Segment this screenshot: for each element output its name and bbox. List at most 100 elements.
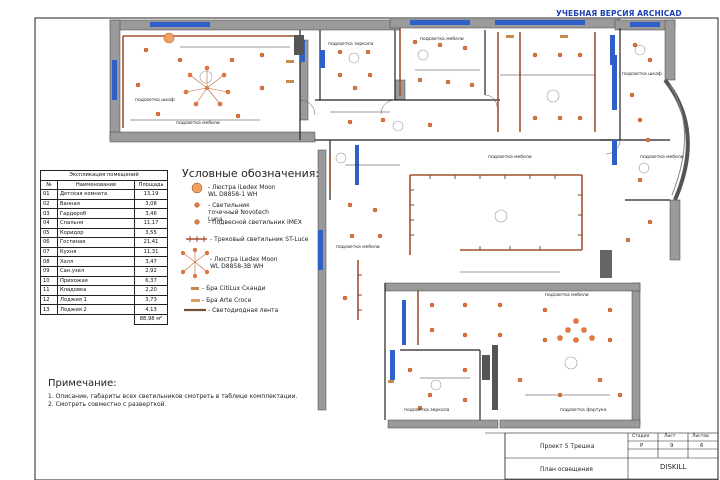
cell-area: 3,47 [134, 256, 168, 267]
sconce-marks [286, 35, 568, 383]
cell-name: Детская комната [57, 189, 135, 200]
header-number: № [40, 179, 58, 191]
legend-item-spot: - Светильник точечный Novotech Luna [208, 202, 269, 223]
cell-name: Кладовка [57, 285, 135, 296]
label-furniture-2: подсветка мебели [420, 37, 464, 42]
doors [299, 94, 621, 155]
legend-sconce2-icon [191, 299, 200, 302]
cell-area: 2,20 [134, 285, 168, 296]
cell-number: 11 [40, 285, 58, 296]
table-total-row: 88,98 м² [41, 313, 168, 325]
cell-number: 03 [40, 208, 58, 219]
cell-area: 3,08 [134, 198, 168, 210]
legend-pendant-icon [194, 219, 200, 225]
legend-item-sconce1: - Бра CitiLux Сканди [202, 285, 266, 292]
cell-area: 3,55 [134, 227, 168, 239]
legend-chandelier-icon [191, 182, 203, 194]
cell-number: 05 [40, 227, 58, 239]
watermark-text: УЧЕБНАЯ ВЕРСИЯ ARCHICAD [556, 9, 682, 18]
cell-name: Лоджия 2 [57, 304, 135, 315]
sheet-name: План освещения [540, 466, 593, 473]
cell-number: 13 [40, 304, 58, 315]
track-ticks [358, 175, 582, 311]
cell-area: 21,41 [134, 237, 168, 248]
sheets-value: 6 [700, 443, 704, 449]
sheet-frame [34, 17, 719, 480]
cell-area: 3,73 [134, 294, 168, 306]
label-mirror-2: подсветка зеркала [404, 408, 450, 413]
cell-area: 6,37 [134, 275, 168, 287]
legend-chandelier-big-icon [180, 247, 210, 279]
label-mirror-1: подсветка зеркала [328, 42, 374, 47]
cell-name: Ванная [57, 198, 135, 210]
note-line-2: 2. Смотреть совместно с разверткой. [48, 401, 167, 408]
label-shelf-2: подсветка шкаф [622, 72, 662, 77]
cell-name: Гардероб [57, 208, 135, 219]
bay-window [663, 78, 690, 201]
label-furniture-3: подсветка мебели [488, 155, 532, 160]
cell-area: 13,19 [134, 189, 168, 200]
label-furniture-4: подсветка мебели [336, 245, 380, 250]
windows [112, 20, 660, 380]
stage-value: Р [640, 443, 644, 449]
room-markers [199, 44, 650, 391]
cell-area: 2,92 [134, 265, 168, 277]
sheet-label: Лист [664, 434, 676, 439]
cell-name: Спальня [57, 217, 135, 229]
table-caption: Экспликация помещений [40, 170, 168, 181]
legend-item-led: - Светодиодная лента [208, 307, 279, 314]
header-name: Наименование [57, 179, 135, 191]
cell-number: 07 [40, 246, 58, 258]
table-total: 88,98 м² [134, 313, 168, 325]
company-name: DISKILL [660, 463, 687, 471]
cell-name: Коридор [57, 227, 135, 239]
cell-number: 02 [40, 198, 58, 210]
cell-number: 12 [40, 294, 58, 306]
spot-lights [135, 39, 653, 411]
cell-name: Прихожая [57, 275, 135, 287]
header-area: Площадь [134, 179, 168, 191]
cell-number: 04 [40, 217, 58, 229]
project-name: Проект 5 Трешка [540, 443, 595, 450]
column [600, 250, 612, 278]
legend-item-track: - Трековый светильник ST-Luce [210, 236, 309, 243]
label-furniture-5: подсветка мебели [545, 293, 589, 298]
dimension-lines [130, 46, 610, 396]
cell-name: Холл [57, 256, 135, 267]
legend-spot-icon [194, 202, 200, 208]
legend-title: Условные обозначения: [182, 167, 320, 180]
label-furniture-6: подсветка мебели [640, 155, 684, 160]
chandelier-plan-marks [163, 32, 595, 343]
stage-label: Стадия [632, 434, 650, 439]
cell-area: 11,31 [134, 246, 168, 258]
legend-item-chandelier-big: - Люстра iLedex Moon WL D8858-3В WH [210, 256, 278, 270]
cell-area: 11,17 [134, 217, 168, 229]
sheet-value: 9 [670, 443, 674, 449]
legend-item-chandelier: - Люстра iLedex Moon WL D8858-1 WH [208, 184, 276, 198]
title-block [485, 432, 719, 480]
sheets-label: Листов [692, 434, 709, 439]
room-explication-table: Экспликация помещений № Наименование Пло… [40, 170, 168, 325]
cell-area: 4,13 [134, 304, 168, 315]
cell-number: 09 [40, 265, 58, 277]
cell-name: Кухня [57, 246, 135, 258]
cell-area: 3,46 [134, 208, 168, 219]
cell-name: Гостиная [57, 237, 135, 248]
legend-symbols [180, 182, 210, 312]
legend-item-pendant: - Подвесной светильник IMEX [208, 219, 302, 226]
notes-title: Примечание: [48, 378, 117, 389]
label-facade: подсветка фартука [560, 408, 607, 413]
